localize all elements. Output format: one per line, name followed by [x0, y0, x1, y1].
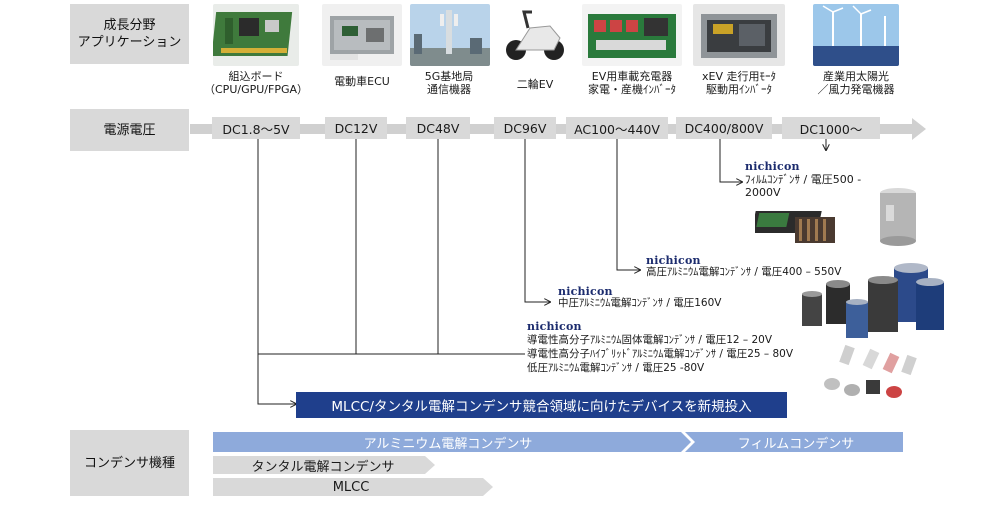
voltage-dc400-800v: DC400/800V: [676, 117, 772, 139]
cell-tower-photo: [410, 4, 490, 66]
app-label-onboard-charger: EV用車載充電器 家電・産機ｲﾝﾊﾞｰﾀ: [588, 70, 676, 96]
band-mlcc: MLCC: [332, 479, 370, 495]
voltage-dc96v: DC96V: [494, 117, 556, 139]
row-label-growth-field: 成長分野 アプリケーション: [70, 4, 189, 64]
film-capacitor-module-photo: [751, 205, 845, 253]
voltage-dc12v: DC12V: [325, 117, 387, 139]
app-label-xev-motor: xEV 走行用ﾓｰﾀ 駆動用ｲﾝﾊﾞｰﾀ: [702, 70, 776, 96]
app-label-embedded-board: 組込ボード （CPU/GPU/FPGA）: [204, 70, 308, 96]
row-label-supply-voltage: 電源電圧: [70, 109, 189, 151]
app-label-ev-ecu: 電動車ECU: [334, 75, 390, 88]
electrolytic-capacitors-photo: [798, 262, 946, 346]
voltage-ac100-440v: AC100～440V: [566, 117, 668, 139]
high-voltage-capacitor-desc: 高圧ｱﾙﾐﾆｳﾑ電解ｺﾝﾃﾞﾝｻ / 電圧400 – 550V: [646, 266, 842, 278]
ecu-photo: [322, 4, 402, 66]
inverter-board-photo: [582, 4, 682, 66]
voltage-axis-arrow: [190, 118, 926, 140]
capacitor-bands-shapes: [213, 432, 903, 496]
voltage-dc1000: DC1000～: [782, 117, 880, 139]
nichicon-logo-high-voltage: nichicon: [646, 254, 701, 267]
low-voltage-desc-line-3: 低圧ｱﾙﾐﾆｳﾑ電解ｺﾝﾃﾞﾝｻ / 電圧25 -80V: [527, 362, 705, 374]
voltage-dc1.8-5v: DC1.8～5V: [212, 117, 300, 139]
mlcc-new-device-banner: MLCC/タンタル電解コンデンサ競合領域に向けたデバイスを新規投入: [296, 392, 787, 418]
voltage-dc48v: DC48V: [406, 117, 470, 139]
band-tantalum-electrolytic: タンタル電解コンデンサ: [251, 459, 395, 475]
low-voltage-desc-line-1: 導電性高分子ｱﾙﾐﾆｳﾑ固体電解ｺﾝﾃﾞﾝｻ / 電圧12 – 20V: [527, 334, 773, 346]
band-film-capacitor: フィルムコンデンサ: [737, 436, 855, 452]
motor-inverter-photo: [693, 4, 785, 66]
film-capacitor-desc: ﾌｨﾙﾑｺﾝﾃﾞﾝｻ / 電圧500 - 2000V: [745, 173, 862, 199]
row-label-capacitor-type: コンデンサ機種: [70, 430, 189, 496]
low-voltage-desc-line-2: 導電性高分子ﾊｲﾌﾞﾘｯﾄﾞｱﾙﾐﾆｳﾑ電解ｺﾝﾃﾞﾝｻ / 電圧25 – 80…: [527, 348, 794, 360]
app-label-5g-base-station: 5G基地局 通信機器: [424, 70, 474, 96]
small-capacitors-photo: [822, 340, 922, 406]
nichicon-logo-film: nichicon: [745, 160, 800, 173]
band-aluminum-electrolytic: アルミニウム電解コンデンサ: [363, 436, 533, 452]
app-label-solar-wind: 産業用太陽光 ／風力発電機器: [817, 70, 895, 96]
electric-scooter-photo: [500, 4, 570, 66]
nichicon-logo-mid-voltage: nichicon: [558, 285, 613, 298]
mid-voltage-capacitor-desc: 中圧ｱﾙﾐﾆｳﾑ電解ｺﾝﾃﾞﾝｻ / 電圧160V: [558, 297, 722, 309]
solar-wind-photo: [813, 4, 899, 66]
film-capacitor-can-photo: [876, 185, 920, 251]
app-label-two-wheel-ev: 二輪EV: [516, 78, 554, 91]
circuit-board-photo: [213, 4, 299, 66]
nichicon-logo-low-voltage: nichicon: [527, 320, 582, 333]
